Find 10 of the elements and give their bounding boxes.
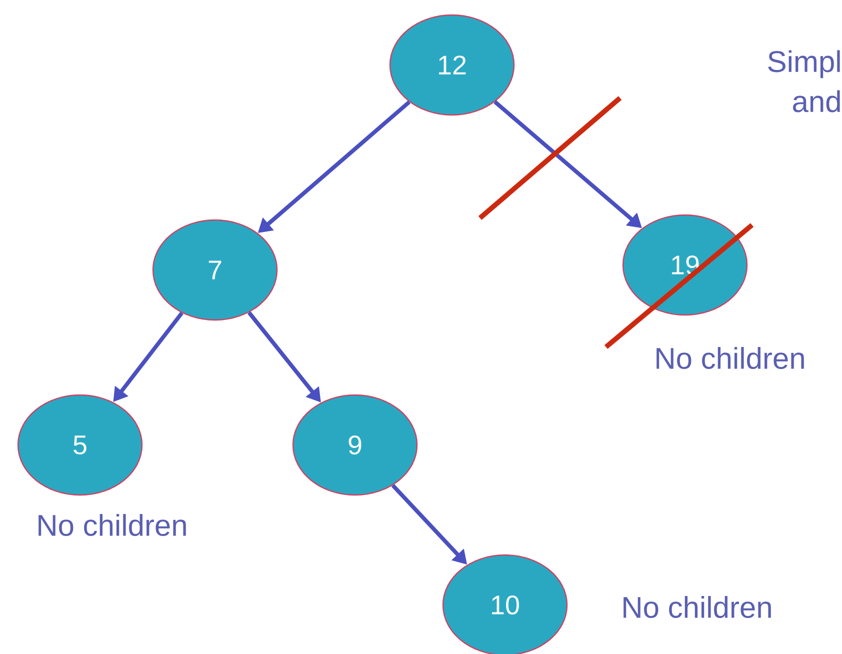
- node-caption: No children: [656, 346, 804, 370]
- tree-node: 7: [152, 219, 278, 321]
- node-caption: No children: [38, 514, 186, 536]
- tree-node: 10: [442, 554, 568, 654]
- tree-node: 9: [292, 394, 418, 496]
- tree-node: 5: [17, 394, 143, 496]
- note-text: and: [793, 90, 840, 112]
- note-text: Simpl: [768, 50, 840, 78]
- tree-node: 12: [389, 14, 515, 116]
- node-caption: No children: [624, 596, 771, 618]
